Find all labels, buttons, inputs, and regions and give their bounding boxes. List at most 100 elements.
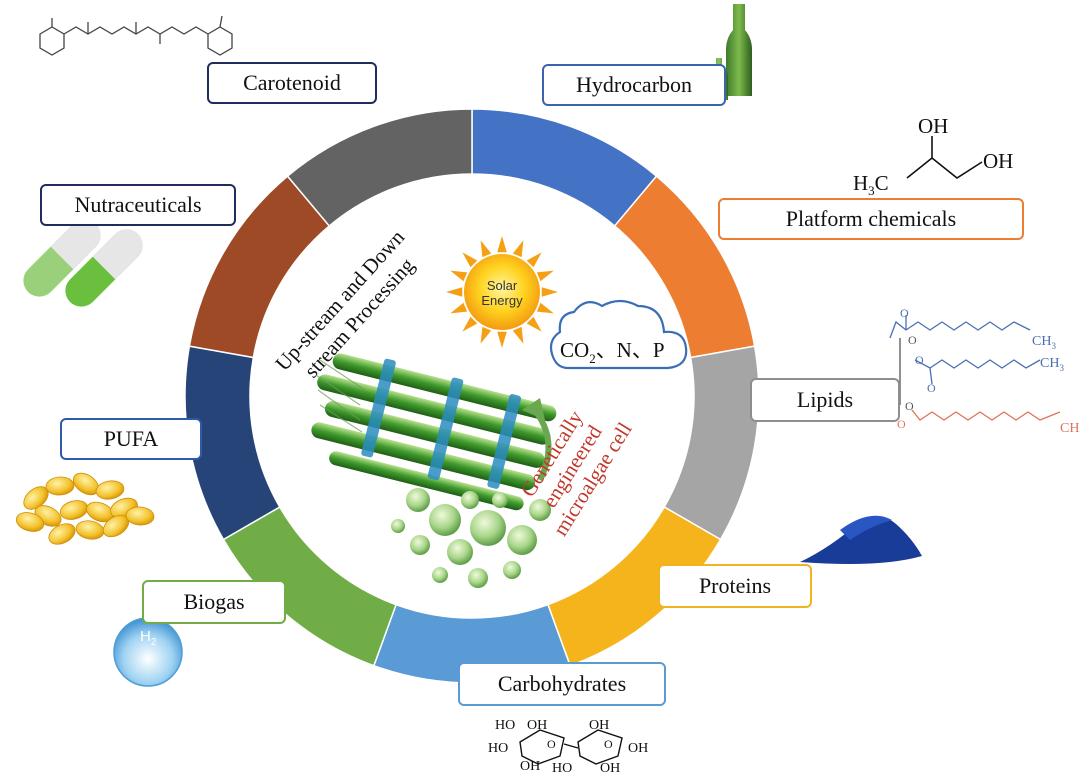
lipid-ch3-1-sub: 3 bbox=[1051, 341, 1056, 351]
sugar-oh-5: OH bbox=[600, 761, 620, 773]
sun-icon: Solar Energy bbox=[446, 236, 558, 348]
microalgae-cell bbox=[432, 567, 448, 583]
label-platform-chemicals: Platform chemicals bbox=[718, 198, 1024, 240]
h2-h: H bbox=[140, 628, 151, 645]
ring-segment-carotenoid bbox=[286, 108, 473, 227]
sun-ray bbox=[536, 302, 554, 314]
cloud-co-sub: 2 bbox=[589, 351, 596, 366]
microalgae-cell bbox=[492, 492, 508, 508]
h3c-c: C bbox=[875, 171, 889, 195]
sun-ray bbox=[450, 270, 468, 282]
sun-ray bbox=[526, 252, 542, 268]
h3c-h: H bbox=[853, 171, 868, 195]
svg-text:H3C: H3C bbox=[853, 171, 889, 198]
softgels-image bbox=[15, 472, 155, 545]
capsules-image bbox=[23, 219, 143, 307]
sun-ray bbox=[462, 316, 478, 332]
propanediol-structure: OH OH H3C bbox=[853, 114, 1013, 198]
sun-ray bbox=[497, 331, 507, 348]
cell-text: Genetically engineered microalgae cell bbox=[516, 406, 637, 540]
label-carotenoid: Carotenoid bbox=[207, 62, 377, 104]
lipid-o-4: O bbox=[927, 381, 936, 395]
protein-powder-image bbox=[800, 515, 922, 564]
sun-ray bbox=[541, 287, 558, 297]
ring-segment-lipids bbox=[663, 345, 760, 541]
sun-label-2: Energy bbox=[481, 293, 523, 308]
microalgae-cell bbox=[429, 504, 461, 536]
lipid-o-1: O bbox=[900, 306, 909, 320]
microalgae-cell bbox=[461, 491, 479, 509]
carotenoid-structure bbox=[39, 15, 233, 56]
softgel bbox=[95, 480, 125, 500]
sun-label-1: Solar bbox=[487, 278, 518, 293]
softgel bbox=[59, 500, 89, 520]
softgel bbox=[125, 506, 155, 526]
hydrogen-bubble-icon: H2 bbox=[113, 617, 183, 687]
microalgae-cell bbox=[468, 568, 488, 588]
sugar-oh-1: OH bbox=[527, 718, 547, 733]
microalgae-cell bbox=[410, 535, 430, 555]
microalgae-cells bbox=[391, 488, 551, 588]
sun-ray bbox=[512, 326, 524, 344]
sugar-ho-2: HO bbox=[488, 741, 508, 756]
sun-ray bbox=[480, 240, 492, 258]
softgel bbox=[75, 520, 105, 540]
cloud-rest: 、N、P bbox=[596, 338, 665, 362]
sun-ray bbox=[450, 302, 468, 314]
label-hydrocarbon: Hydrocarbon bbox=[542, 64, 726, 106]
label-lipids: Lipids bbox=[750, 378, 900, 422]
sugar-o-2: O bbox=[604, 737, 613, 751]
sugar-o-1: O bbox=[547, 737, 556, 751]
sugar-oh-2: OH bbox=[520, 759, 540, 773]
sun-ray bbox=[512, 240, 524, 258]
sun-ray bbox=[536, 270, 554, 282]
label-nutraceuticals: Nutraceuticals bbox=[40, 184, 236, 226]
lipid-o-6: O bbox=[897, 417, 906, 431]
lipid-o-3: O bbox=[915, 353, 924, 367]
h3c-sub: 3 bbox=[868, 183, 875, 198]
lipid-ch3-2-sub: 3 bbox=[1059, 363, 1064, 373]
sugar-oh-3: OH bbox=[589, 718, 609, 733]
softgel bbox=[48, 523, 76, 545]
svg-text:CH3: CH3 bbox=[1032, 334, 1056, 351]
cloud-icon: CO2、N、P bbox=[549, 299, 688, 370]
svg-text:CO2、N、P: CO2、N、P bbox=[560, 338, 665, 366]
cloud-co: CO bbox=[560, 338, 589, 362]
lipid-ch3-2: CH bbox=[1040, 356, 1059, 371]
sugar-oh-4: OH bbox=[628, 741, 648, 756]
label-pufa: PUFA bbox=[60, 418, 202, 460]
sun-ray bbox=[480, 326, 492, 344]
oh-right-label: OH bbox=[983, 149, 1013, 173]
sun-ray bbox=[497, 236, 507, 253]
sun-ray bbox=[462, 252, 478, 268]
ring bbox=[184, 108, 760, 684]
microalgae-cell bbox=[507, 525, 537, 555]
label-carbohydrates: Carbohydrates bbox=[458, 662, 666, 706]
sun-ray bbox=[526, 316, 542, 332]
label-proteins: Proteins bbox=[658, 564, 812, 608]
h2-sub: 2 bbox=[151, 637, 157, 648]
microalgae-cell bbox=[470, 510, 506, 546]
sugar-ho-3: HO bbox=[552, 761, 572, 773]
microalgae-cell bbox=[406, 488, 430, 512]
sugar-ho-1: HO bbox=[495, 718, 515, 733]
microalgae-cell bbox=[503, 561, 521, 579]
svg-text:CH3: CH3 bbox=[1040, 356, 1064, 373]
disaccharide-structure: HO OH HO OH O HO OH OH OH O bbox=[488, 718, 648, 773]
softgel bbox=[15, 512, 45, 532]
lipid-ch3-3: CH bbox=[1060, 421, 1079, 436]
svg-text:H2: H2 bbox=[140, 628, 157, 648]
microalgae-cell bbox=[391, 519, 405, 533]
cycle-arrow-head bbox=[522, 398, 545, 420]
label-biogas: Biogas bbox=[142, 580, 286, 624]
lipid-o-2: O bbox=[908, 333, 917, 347]
lipid-ch3-1: CH bbox=[1032, 334, 1051, 349]
oh-top-label: OH bbox=[918, 114, 948, 138]
microalgae-cell bbox=[529, 499, 551, 521]
sun-ray bbox=[446, 287, 463, 297]
softgel bbox=[45, 476, 75, 496]
lipid-o-5: O bbox=[905, 399, 914, 413]
svg-text:CH3: CH3 bbox=[1060, 421, 1080, 438]
triglyceride-structure bbox=[889, 315, 1061, 421]
